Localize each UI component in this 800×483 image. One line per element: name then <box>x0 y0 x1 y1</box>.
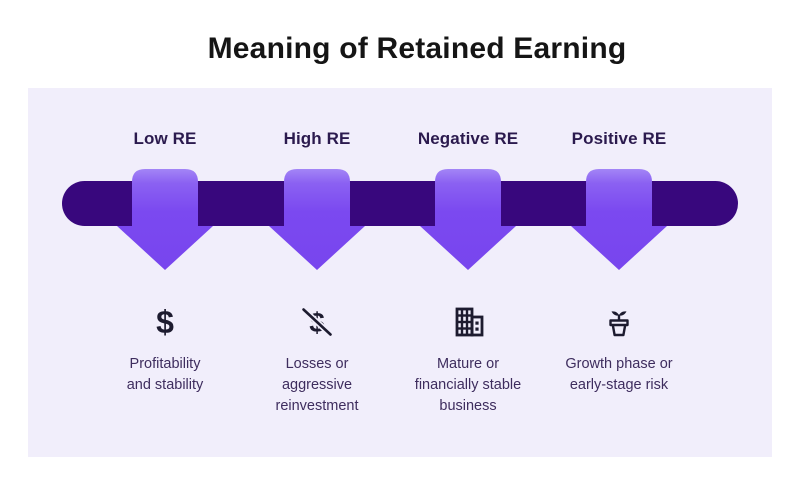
down-arrow-icon <box>117 169 213 270</box>
column-label: Low RE <box>133 129 197 148</box>
svg-text:$: $ <box>156 304 174 340</box>
down-arrow-icon <box>420 169 516 270</box>
dollar-icon: $ <box>145 302 185 342</box>
column-label: High RE <box>283 129 351 148</box>
building-icon <box>448 302 488 342</box>
page-title: Meaning of Retained Earning <box>207 32 627 65</box>
column-description: Growth phase or early-stage risk <box>565 356 673 394</box>
down-arrow-icon <box>269 169 365 270</box>
slashed-dollar-icon: $ <box>297 302 337 342</box>
column-label: Negative RE <box>417 129 519 148</box>
column-high-re: High RE $ Losses or aggressive reinvestm… <box>241 88 393 457</box>
down-arrow-icon <box>571 169 667 270</box>
column-negative-re: Negative RE Mature or financially stable… <box>392 88 544 457</box>
column-label: Positive RE <box>571 129 667 148</box>
column-description: Losses or aggressive reinvestment <box>275 356 359 415</box>
column-description: Profitability and stability <box>126 356 204 394</box>
column-low-re: Low RE $ Profitability and stability <box>89 88 241 457</box>
plant-pot-icon <box>599 302 639 342</box>
column-positive-re: Positive RE Growth phase or early-stage … <box>543 88 695 457</box>
column-description: Mature or financially stable business <box>414 356 522 415</box>
